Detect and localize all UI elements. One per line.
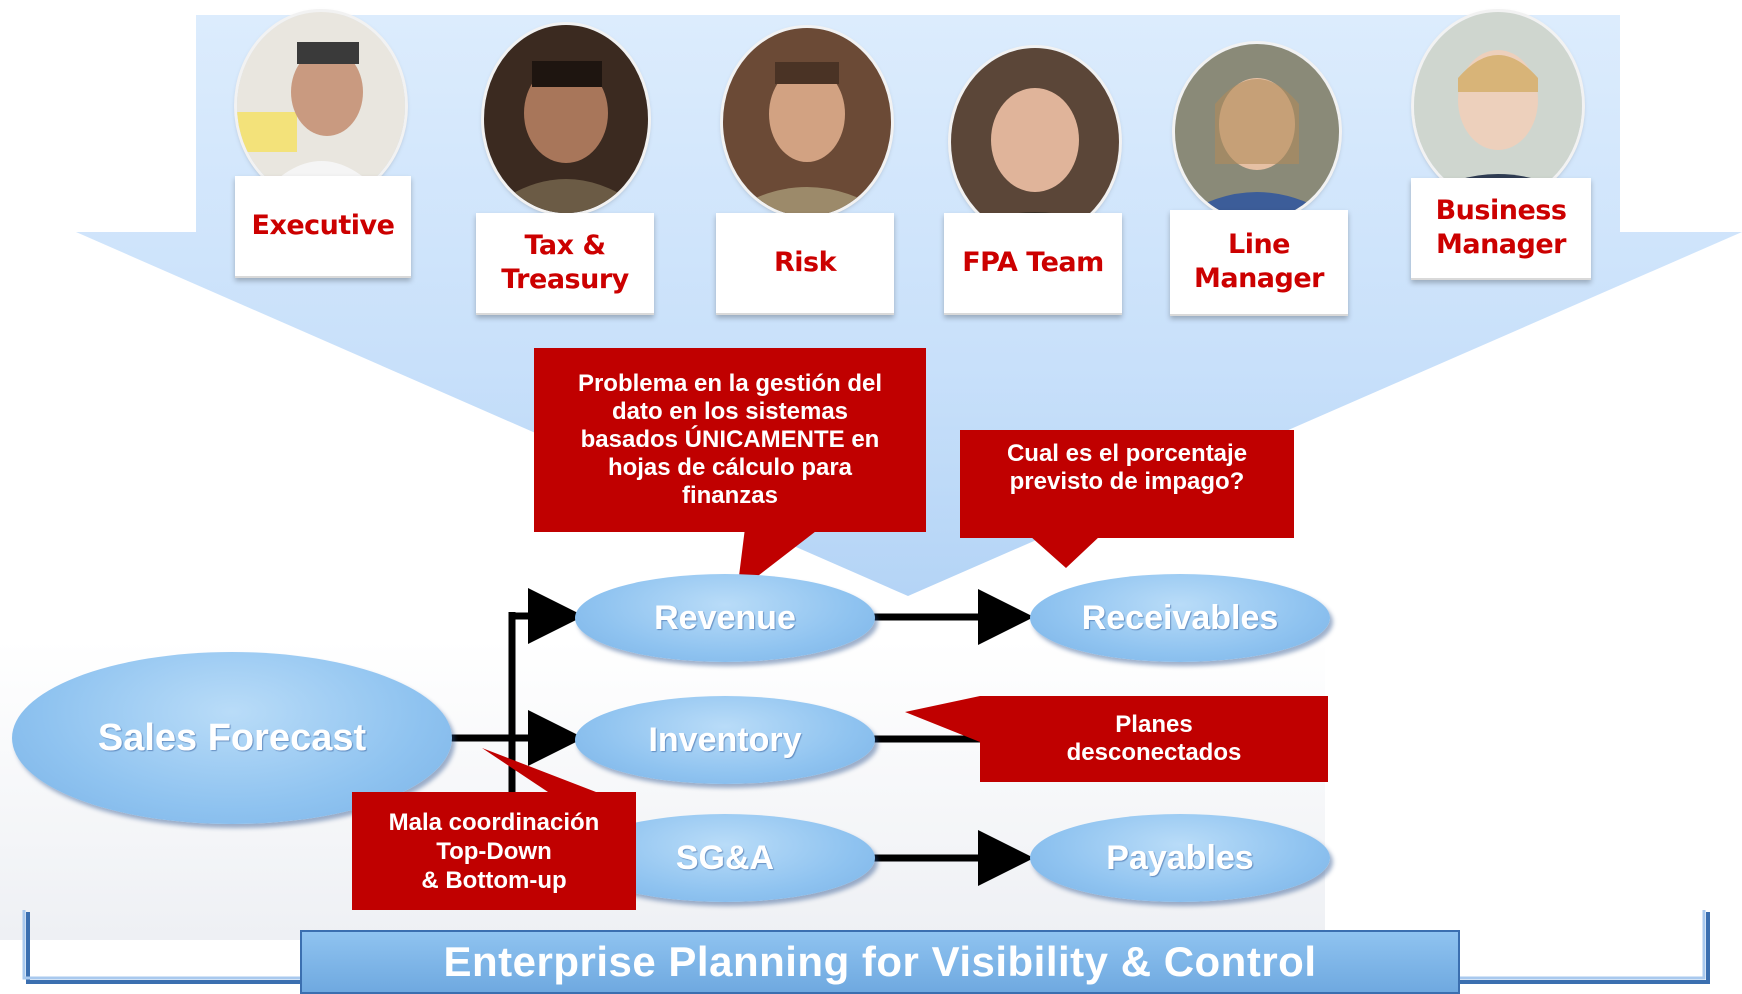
callout-spreadsheets-text: Problema en la gestión del dato en los s… — [577, 370, 883, 509]
role-card-fpa-team: FPA Team — [944, 213, 1122, 315]
role-card-line-manager: Line Manager — [1170, 210, 1348, 316]
role-card-business-manager: Business Manager — [1411, 178, 1591, 280]
role-label-business-manager: Business Manager — [1435, 195, 1567, 260]
executive-portrait — [237, 12, 405, 200]
oval-revenue: Revenue — [575, 574, 875, 662]
line-manager-portrait — [1175, 44, 1339, 220]
role-label-risk: Risk — [773, 247, 837, 278]
callout-default-rate-text: Cual es el porcentaje previsto de impago… — [1006, 440, 1248, 495]
risk-portrait — [723, 28, 891, 216]
label-sga: SG&A — [675, 838, 775, 877]
callout-coordination-text: Mala coordinación Top-Down & Bottom-up — [388, 808, 600, 894]
callout-disconnected: Planes desconectados — [980, 696, 1328, 782]
role-card-risk: Risk — [716, 213, 894, 315]
tax-treasury-portrait — [484, 25, 648, 213]
tail-coordination — [482, 748, 596, 792]
label-sales-forecast: Sales Forecast — [97, 716, 367, 759]
label-revenue: Revenue — [654, 598, 796, 637]
oval-receivables: Receivables — [1030, 574, 1330, 662]
label-receivables: Receivables — [1081, 598, 1279, 637]
role-label-tax-treasury: Tax & Treasury — [501, 230, 629, 295]
role-label-fpa-team: FPA Team — [962, 247, 1104, 278]
tail-default-rate — [1030, 536, 1100, 568]
role-card-executive: Executive — [235, 176, 411, 278]
banner-text: Enterprise Planning for Visibility & Con… — [443, 938, 1317, 985]
role-label-executive: Executive — [251, 210, 395, 241]
callout-spreadsheets: Problema en la gestión del dato en los s… — [534, 348, 926, 532]
role-card-tax-treasury: Tax & Treasury — [476, 213, 654, 315]
callout-coordination: Mala coordinación Top-Down & Bottom-up — [352, 792, 636, 910]
label-payables: Payables — [1106, 838, 1254, 877]
role-label-line-manager: Line Manager — [1194, 229, 1324, 294]
callout-disconnected-text: Planes desconectados — [1066, 711, 1242, 766]
enterprise-planning-banner: Enterprise Planning for Visibility & Con… — [300, 930, 1460, 994]
label-inventory: Inventory — [648, 720, 802, 759]
oval-inventory: Inventory — [575, 696, 875, 784]
tail-disconnected — [905, 696, 980, 742]
callout-default-rate: Cual es el porcentaje previsto de impago… — [960, 430, 1294, 538]
oval-payables: Payables — [1030, 814, 1330, 902]
